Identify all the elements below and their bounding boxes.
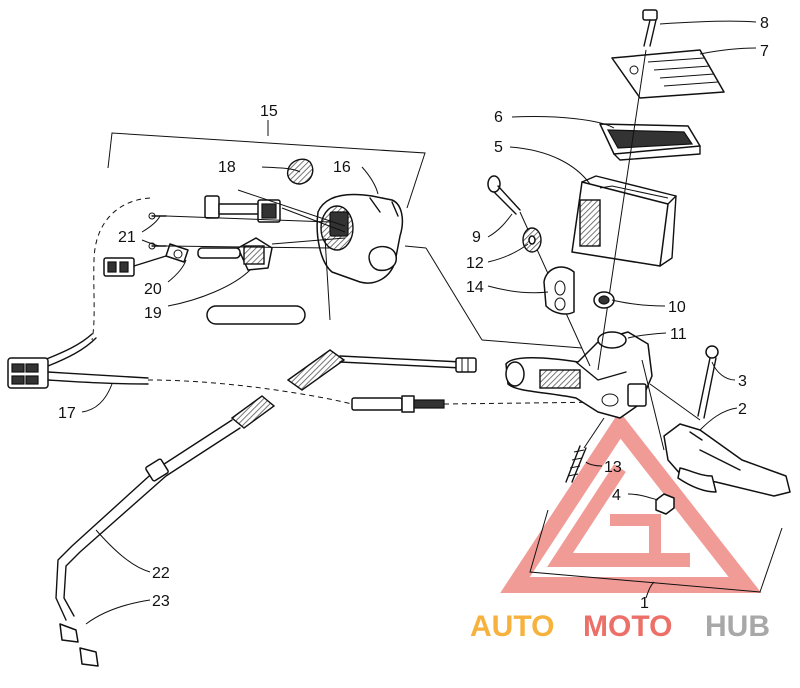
callout-12: 12 bbox=[466, 255, 484, 272]
callout-14: 14 bbox=[466, 279, 484, 296]
callout-1: 1 bbox=[640, 595, 649, 612]
callout-8: 8 bbox=[760, 15, 769, 32]
callout-15: 15 bbox=[260, 103, 278, 120]
switch-housing-16 bbox=[316, 193, 404, 284]
lever-2 bbox=[663, 423, 791, 497]
callout-3: 3 bbox=[738, 373, 747, 390]
callout-16: 16 bbox=[333, 159, 351, 176]
watermark-hub: HUB bbox=[705, 610, 770, 643]
watermark-moto: MOTO bbox=[583, 610, 672, 643]
diaphragm-6 bbox=[599, 123, 701, 161]
callout-13: 13 bbox=[604, 459, 622, 476]
callout-10: 10 bbox=[668, 299, 686, 316]
pivot-bolt-3 bbox=[697, 345, 719, 419]
switch-assembly bbox=[103, 189, 346, 325]
callout-6: 6 bbox=[494, 109, 503, 126]
watermark-auto: AUTO bbox=[470, 610, 554, 643]
assembly-lines bbox=[404, 245, 701, 451]
callout-21: 21 bbox=[118, 229, 136, 246]
screw-13 bbox=[565, 417, 605, 483]
banjo-fittings-23 bbox=[59, 623, 99, 667]
screw-8 bbox=[597, 9, 658, 371]
callout-18: 18 bbox=[218, 159, 236, 176]
callout-7: 7 bbox=[760, 43, 769, 60]
callout-5: 5 bbox=[494, 139, 503, 156]
callout-4: 4 bbox=[612, 487, 621, 504]
callout-9: 9 bbox=[472, 229, 481, 246]
callout-11: 11 bbox=[670, 326, 687, 343]
screw-9 bbox=[487, 175, 591, 367]
callout-23: 23 bbox=[152, 593, 170, 610]
watermark-logo bbox=[500, 411, 762, 593]
brake-hose-22 bbox=[55, 395, 276, 621]
brake-switch-wire bbox=[351, 395, 611, 413]
watermark-text: AUTO MOTO HUB bbox=[470, 610, 770, 643]
callout-2: 2 bbox=[738, 401, 747, 418]
callout-17: 17 bbox=[58, 405, 76, 422]
brake-hose-upper bbox=[286, 349, 477, 391]
master-cylinder-11 bbox=[505, 331, 653, 419]
bracket-1 bbox=[529, 509, 783, 593]
cover-7 bbox=[611, 49, 725, 99]
clamp-14 bbox=[543, 266, 575, 315]
callout-19: 19 bbox=[144, 305, 162, 322]
callout-20: 20 bbox=[144, 281, 162, 298]
washer-12 bbox=[522, 227, 542, 253]
boot-10 bbox=[593, 291, 615, 309]
leader-lines bbox=[81, 20, 757, 625]
callout-numbers: 8 7 6 5 9 12 14 10 11 3 2 13 4 1 15 18 1… bbox=[58, 15, 769, 612]
nut-4 bbox=[655, 493, 675, 515]
callout-22: 22 bbox=[152, 565, 170, 582]
wire-harness-17 bbox=[7, 197, 353, 405]
bracket-15 bbox=[107, 132, 426, 209]
reservoir-5 bbox=[571, 175, 677, 267]
